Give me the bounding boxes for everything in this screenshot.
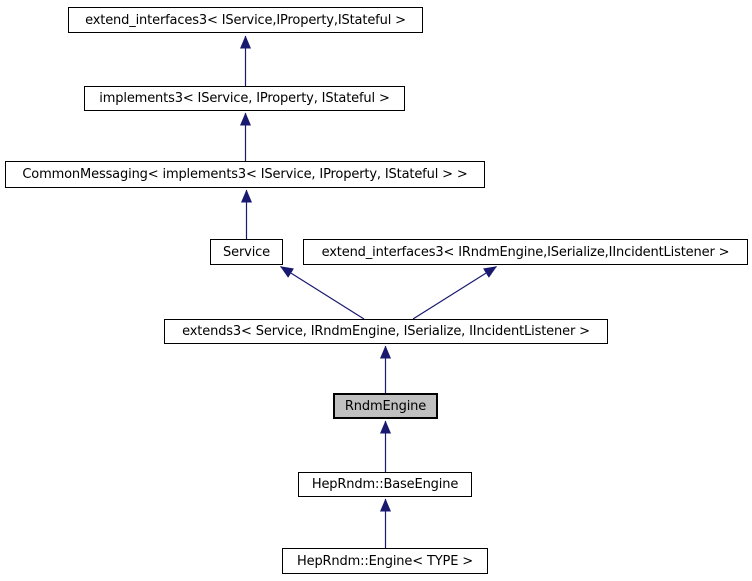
node-extend-interfaces3-rndm[interactable]: extend_interfaces3< IRndmEngine,ISeriali… <box>303 239 748 265</box>
edge-extends3-to-service <box>280 265 365 320</box>
node-extend-interfaces3-service[interactable]: extend_interfaces3< IService,IProperty,I… <box>68 7 423 33</box>
edge-extends3-to-extend-interfaces3-rndm <box>412 265 497 320</box>
node-rndm-engine: RndmEngine <box>333 393 438 419</box>
node-extends3[interactable]: extends3< Service, IRndmEngine, ISeriali… <box>164 319 608 344</box>
node-heprndm-engine-type[interactable]: HepRndm::Engine< TYPE > <box>282 548 488 574</box>
node-service[interactable]: Service <box>210 239 283 265</box>
node-heprndm-base-engine[interactable]: HepRndm::BaseEngine <box>298 472 472 497</box>
node-common-messaging[interactable]: CommonMessaging< implements3< IService, … <box>5 161 485 188</box>
node-implements3[interactable]: implements3< IService, IProperty, IState… <box>84 86 405 111</box>
